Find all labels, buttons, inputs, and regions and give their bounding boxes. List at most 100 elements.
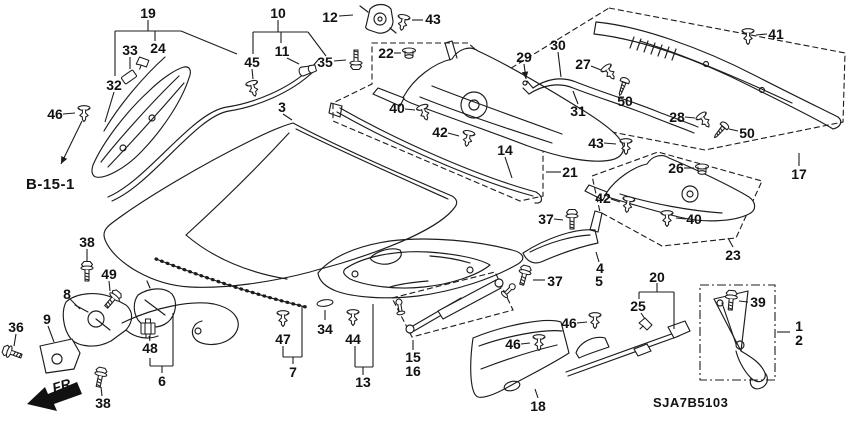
hood-seal-art [154,257,308,309]
push-clip-icon [600,63,615,80]
callout-40[interactable]: 40 [389,100,405,116]
callout-34[interactable]: 34 [317,321,333,337]
callout-4[interactable]: 4 [596,260,604,276]
callout-13[interactable]: 13 [355,374,371,390]
leader-line [447,132,460,137]
callout-15[interactable]: 15 [405,349,421,365]
callout-31[interactable]: 31 [570,103,586,119]
callout-38[interactable]: 38 [79,234,95,250]
bolt-icon [724,289,738,311]
callout-28[interactable]: 28 [669,109,685,125]
callout-33[interactable]: 33 [122,42,138,58]
callout-39[interactable]: 39 [750,294,766,310]
hood-stay-box [391,271,514,338]
callout-42[interactable]: 42 [595,190,611,206]
leader-line [684,116,696,119]
hood-panel-art [103,122,458,288]
callout-50[interactable]: 50 [739,125,755,141]
callout-32[interactable]: 32 [106,77,122,93]
screw-icon [714,121,730,139]
leader-line [338,14,354,17]
push-clip-icon [532,334,546,352]
callout-50[interactable]: 50 [617,93,633,109]
callout-37[interactable]: 37 [547,273,563,289]
ball-stud-icon [500,283,516,299]
callout-12[interactable]: 12 [322,9,338,25]
bolt-icon [104,289,122,309]
callout-20[interactable]: 20 [649,269,665,285]
callout-2[interactable]: 2 [795,332,803,348]
callout-1[interactable]: 1 [795,318,803,334]
callout-45[interactable]: 45 [244,54,260,70]
push-clip-icon [77,105,91,123]
push-clip-icon [619,138,633,156]
diagram-code: SJA7B5103 [653,395,729,410]
callout-36[interactable]: 36 [8,319,24,335]
callout-25[interactable]: 25 [630,298,646,314]
leader-line [62,112,76,115]
opener-cable-art [107,59,319,202]
grommet-icon [401,47,417,59]
callout-7[interactable]: 7 [289,364,297,380]
leader-line [148,335,151,342]
push-clip-icon [276,310,290,328]
callout-23[interactable]: 23 [725,247,741,263]
leader-line [47,325,55,343]
callout-14[interactable]: 14 [497,142,513,158]
clip-hook-icon [135,56,150,70]
callout-26[interactable]: 26 [668,160,684,176]
hood-hinge-box [699,284,776,381]
callout-30[interactable]: 30 [550,37,566,53]
windshield-molding-art [328,102,543,204]
callout-35[interactable]: 35 [317,54,333,70]
push-clip-icon [397,14,411,31]
callout-18[interactable]: 18 [530,398,546,414]
callout-8[interactable]: 8 [63,286,71,302]
callout-46[interactable]: 46 [47,106,63,122]
diagram-artwork [27,3,842,411]
bolt-icon [1,344,23,359]
leader-line [180,30,238,55]
callout-47[interactable]: 47 [275,331,291,347]
grommet-icon [694,163,710,175]
callout-49[interactable]: 49 [101,266,117,282]
callout-16[interactable]: 16 [405,363,421,379]
push-clip-icon [416,103,430,121]
callout-3[interactable]: 3 [278,99,286,115]
leader-line [553,218,564,221]
callout-43[interactable]: 43 [588,135,604,151]
switch-icon [140,318,156,339]
callout-40[interactable]: 40 [686,211,702,227]
leader-lines [13,14,800,399]
callout-10[interactable]: 10 [270,5,286,21]
hood-lock-assembly-art [39,280,239,374]
callout-27[interactable]: 27 [575,56,591,72]
callout-42[interactable]: 42 [432,124,448,140]
leader-line [100,386,103,397]
callout-24[interactable]: 24 [150,40,166,56]
callout-46[interactable]: 46 [505,336,521,352]
callout-5[interactable]: 5 [595,273,603,289]
leader-line [675,217,687,220]
callout-41[interactable]: 41 [768,26,784,42]
callout-48[interactable]: 48 [142,340,158,356]
leader-line [404,108,416,111]
callout-11[interactable]: 11 [275,43,290,59]
callout-9[interactable]: 9 [43,311,51,327]
callout-19[interactable]: 19 [140,5,156,21]
callout-22[interactable]: 22 [378,45,394,61]
callout-21[interactable]: 21 [562,164,578,180]
leader-line [728,128,739,132]
clip-hook-icon [638,317,653,331]
callout-43[interactable]: 43 [425,11,441,27]
callout-17[interactable]: 17 [791,166,807,182]
reference-label[interactable]: B-15-1 [26,176,75,193]
callout-37[interactable]: 37 [538,211,554,227]
callout-38[interactable]: 38 [95,395,111,411]
callout-46[interactable]: 46 [561,315,577,331]
callout-29[interactable]: 29 [516,49,532,65]
leader-line [69,298,81,310]
callout-6[interactable]: 6 [158,373,166,389]
bolt-icon [518,264,532,286]
callout-44[interactable]: 44 [345,331,361,347]
